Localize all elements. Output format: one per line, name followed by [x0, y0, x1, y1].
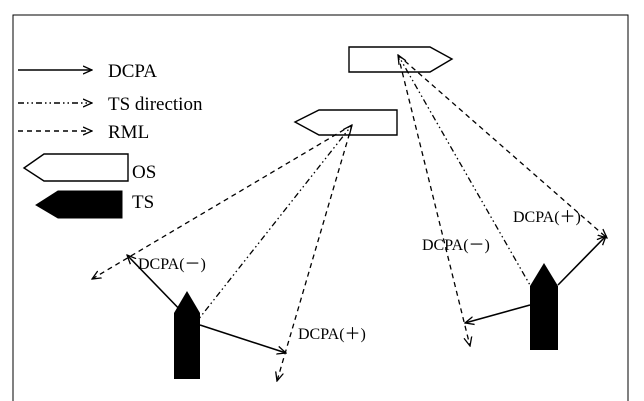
legend: DCPA TS direction RML OS TS: [18, 61, 203, 219]
dcpa-label-right-pos: DCPA(＋): [513, 209, 581, 226]
ts-direction-line-right: [398, 55, 535, 293]
dcpa-label-left-pos: DCPA(＋): [298, 326, 366, 343]
legend-ts-direction-label: TS direction: [108, 94, 203, 115]
os-ship-icon-left: [293, 109, 398, 136]
os-ship-icon-right: [348, 46, 454, 73]
rml-line-right-2: [397, 54, 607, 238]
ts-ship-icon-left: [174, 291, 200, 379]
legend-ts-label: TS: [132, 192, 154, 213]
dcpa-label-right-neg: DCPA(－): [422, 237, 490, 254]
legend-os-label: OS: [132, 162, 156, 183]
figure-frame: [12, 14, 629, 401]
legend-dcpa-label: DCPA: [108, 61, 157, 82]
legend-rml-label: RML: [108, 122, 149, 143]
dcpa-label-left-neg: DCPA(－): [138, 256, 206, 273]
left-scenario: DCPA(－) DCPA(＋): [92, 109, 398, 381]
dcpa-arrow-right-neg: [465, 304, 531, 323]
right-scenario: DCPA(－) DCPA(＋): [348, 46, 607, 350]
rml-line-right-1: [397, 54, 470, 346]
dcpa-arrow-left-neg: [127, 255, 188, 318]
ts-ship-icon-right: [530, 263, 558, 350]
dcpa-arrow-left-pos: [199, 324, 286, 353]
dcpa-arrow-right-pos: [557, 236, 606, 286]
legend-os-ship-icon: [22, 153, 129, 182]
ts-direction-line-left: [193, 125, 352, 326]
legend-ts-ship-icon: [35, 190, 123, 219]
